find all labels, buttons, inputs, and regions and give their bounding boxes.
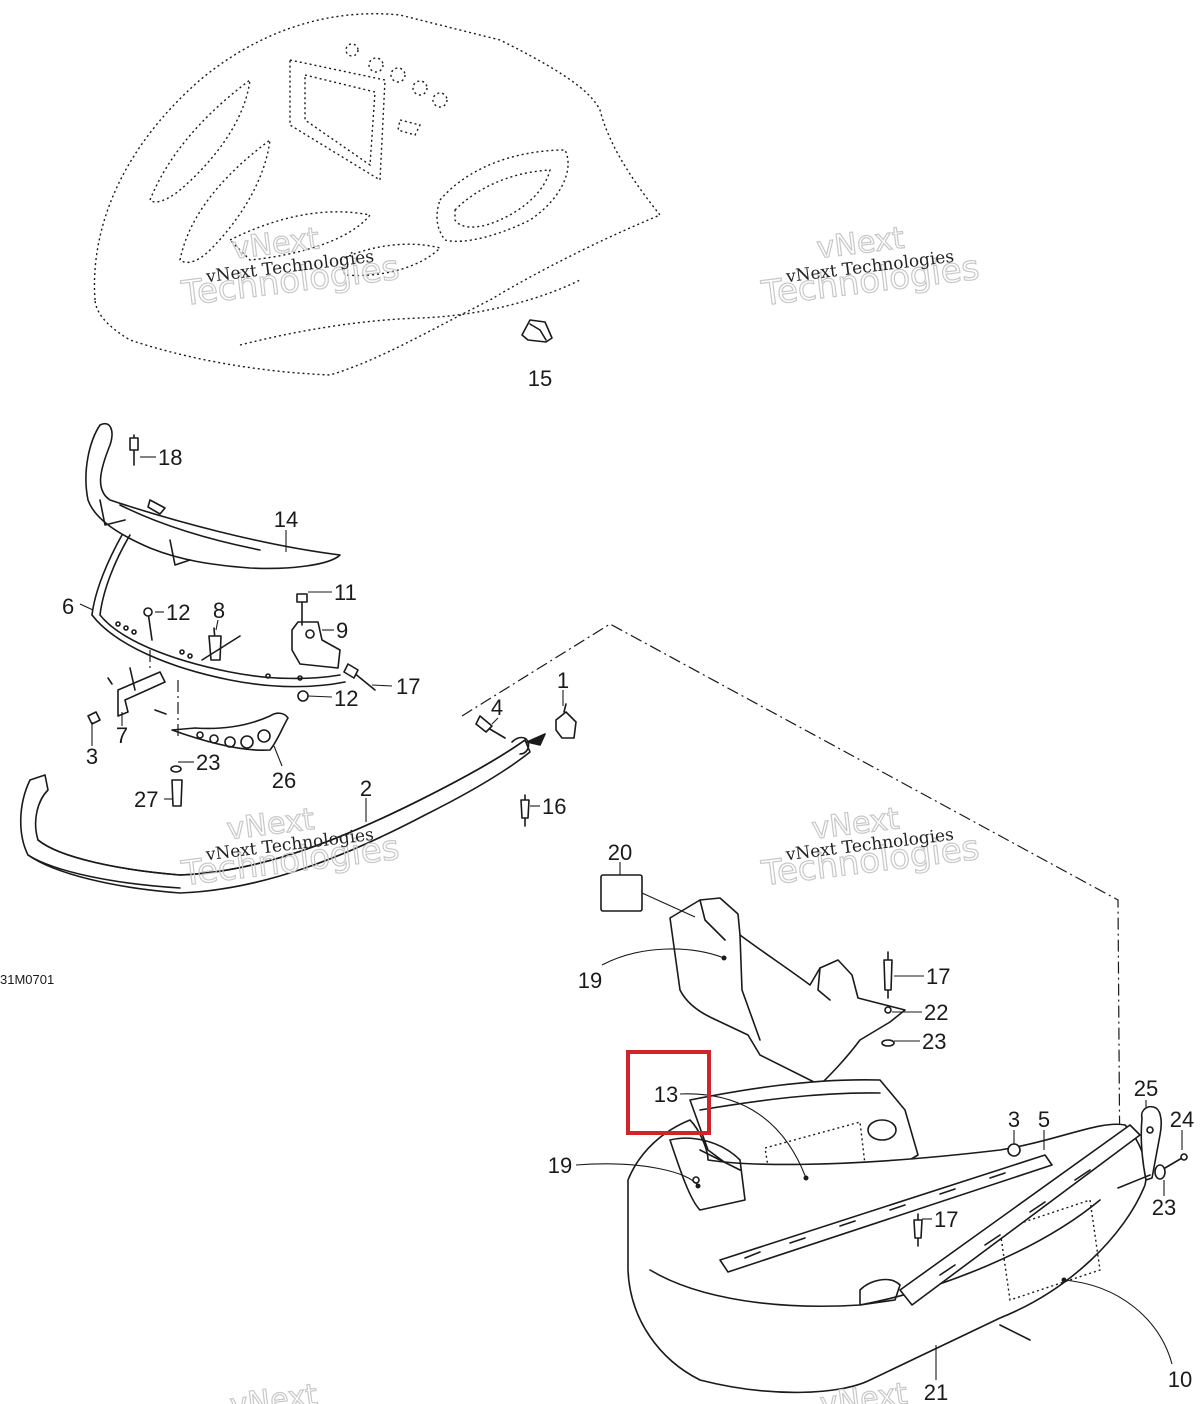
callout-11: 11 [334,580,357,605]
fasteners-bumper [475,703,577,827]
callout-25: 25 [1134,1076,1158,1101]
part-7-bracket [117,650,179,740]
part-20-label [600,874,643,912]
callout-8: 8 [213,598,225,623]
part-15-clip [521,319,553,343]
part-6-frame-bar [91,534,346,688]
callout-22: 22 [924,1000,948,1025]
drawing-code: 31M0701 [0,972,54,987]
part-5-rail [719,1154,1053,1273]
callout-20: 20 [608,840,632,865]
part-26-brace [171,712,289,752]
callout-15: 15 [528,366,552,391]
assembly-boundary-line [461,623,1121,1189]
callout-9: 9 [336,618,348,643]
callout-3: 3 [86,744,98,769]
callout-24: 24 [1170,1107,1194,1132]
callout-labels: 15 18 14 6 12 8 11 9 17 12 1 4 7 3 23 26… [62,366,1194,1404]
callout-3: 3 [1008,1107,1020,1132]
part-19-cover [669,897,906,1086]
svg-text:vNext: vNext [228,1378,319,1404]
callout-27: 27 [134,787,158,812]
callout-19: 19 [548,1153,572,1178]
callout-23: 23 [196,750,220,775]
callout-12: 12 [166,600,190,625]
callout-23: 23 [922,1029,946,1054]
callout-17: 17 [934,1207,958,1232]
highlight-box-13 [626,1050,711,1135]
leader-lines [79,456,1183,1380]
part-14-upper-panel [85,423,341,570]
callout-21: 21 [924,1380,948,1404]
callout-4: 4 [491,695,503,720]
callout-17: 17 [926,964,950,989]
fasteners-lower [881,951,1188,1247]
callout-26: 26 [272,768,296,793]
part-9-bracket [291,621,341,669]
callout-6: 6 [62,594,74,619]
callout-2: 2 [360,776,372,801]
callout-5: 5 [1038,1107,1050,1132]
fasteners-upper [87,434,376,807]
callout-14: 14 [274,507,298,532]
callout-13: 13 [654,1082,678,1107]
part-21-belly-pan [627,1119,1148,1394]
part-25-plate [1140,1105,1162,1181]
callout-16: 16 [542,794,566,819]
callout-17: 17 [396,674,420,699]
callout-1: 1 [557,668,569,693]
hood-reference-outline [93,13,662,376]
callout-7: 7 [116,723,128,748]
callout-19: 19 [578,968,602,993]
part-10-side-rail [899,1124,1141,1306]
part-2-bumper [19,736,531,894]
callout-23: 23 [1152,1195,1176,1220]
callout-10: 10 [1168,1367,1192,1392]
callout-12: 12 [334,686,358,711]
callout-18: 18 [158,445,182,470]
